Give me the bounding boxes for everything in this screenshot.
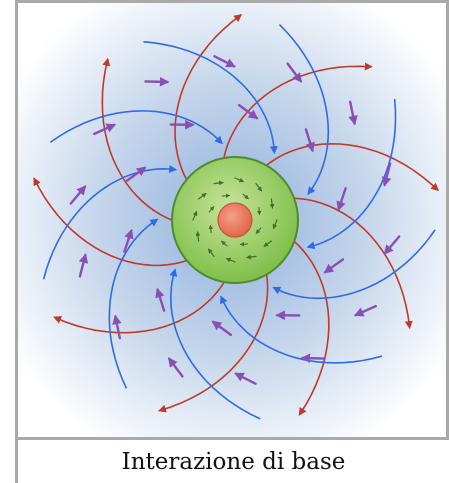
inner-arrow — [272, 219, 278, 230]
flow-arrow — [353, 304, 377, 317]
inner-arrow — [208, 206, 215, 213]
flow-arrow — [323, 258, 345, 274]
flow-arrow — [123, 228, 134, 253]
inward-field-line — [169, 268, 261, 420]
inward-field-line — [43, 164, 178, 280]
inner-arrows — [192, 177, 278, 263]
inner-arrow — [255, 227, 262, 234]
figure-caption: Interazione di base — [121, 448, 346, 475]
inner-arrow — [257, 206, 262, 216]
flow-arrow — [78, 253, 89, 278]
flow-arrow — [69, 185, 87, 205]
inner-arrow — [208, 248, 215, 257]
flow-arrow — [383, 235, 401, 255]
figure-frame-right — [446, 0, 449, 440]
inner-arrow — [208, 224, 213, 234]
inward-field-lines — [43, 24, 436, 420]
core — [217, 202, 253, 238]
flow-arrow — [155, 287, 166, 312]
outward-field-line — [174, 14, 243, 200]
inner-arrow — [269, 198, 275, 209]
outward-field-line — [221, 62, 373, 183]
outward-field-line — [33, 177, 210, 267]
flow-arrow — [168, 357, 184, 378]
inner-arrow — [242, 193, 249, 200]
inner-arrow — [225, 257, 236, 263]
inner-arrow — [255, 183, 262, 192]
flow-arrow — [237, 103, 259, 120]
inner-arrow — [221, 193, 231, 198]
field-diagram — [18, 3, 446, 437]
flow-arrow — [234, 372, 257, 385]
outward-field-line — [273, 227, 330, 416]
flow-arrow — [112, 314, 122, 340]
figure-frame-top — [15, 0, 449, 3]
flow-arrow — [144, 76, 170, 87]
outward-field-line — [248, 142, 439, 192]
flow-arrow — [300, 353, 326, 364]
flow-arrow — [286, 62, 302, 83]
outward-field-lines — [33, 14, 439, 416]
figure-frame-left — [15, 0, 18, 483]
inward-field-line — [143, 41, 278, 155]
inward-field-line — [306, 98, 397, 250]
inner-arrow — [239, 242, 249, 247]
inward-field-line — [50, 110, 223, 145]
outward-field-line — [157, 250, 269, 413]
flow-arrow — [381, 162, 392, 187]
flow-arrows — [69, 55, 401, 385]
inner-arrow — [213, 180, 224, 186]
inner-arrow — [192, 210, 198, 221]
inner-arrow — [246, 254, 257, 260]
inner-arrow — [195, 231, 201, 242]
flow-arrow — [93, 123, 117, 136]
inward-field-line — [220, 295, 383, 364]
outward-field-line — [101, 57, 197, 227]
inward-field-line — [108, 218, 159, 389]
inward-field-line — [279, 24, 330, 195]
flow-arrow — [211, 320, 233, 337]
inner-arrow — [263, 240, 272, 247]
flow-arrow — [125, 166, 147, 182]
inward-field-line — [272, 229, 436, 300]
inner-arrow — [221, 240, 228, 247]
flow-arrow — [304, 128, 315, 153]
inner-arrow — [234, 177, 245, 183]
flow-arrow — [336, 187, 347, 212]
flow-arrow — [348, 100, 358, 126]
outward-field-line — [269, 197, 413, 330]
caption-divider — [15, 437, 449, 440]
outward-field-line — [53, 259, 235, 334]
inner-arrow — [198, 193, 207, 200]
flow-arrow — [213, 55, 236, 68]
